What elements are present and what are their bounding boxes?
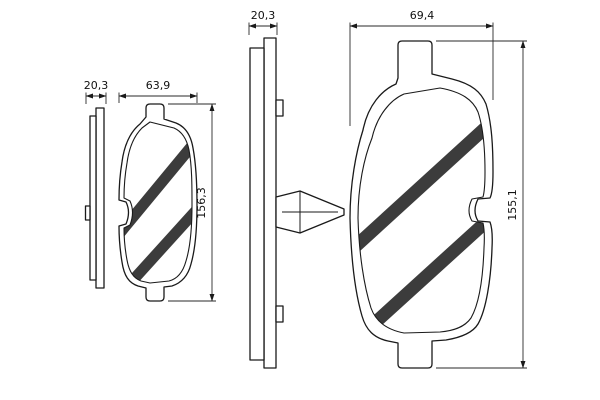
dimension-height-small-front: 156,3 — [168, 103, 216, 302]
dimension-height-large-front: 155,1 — [436, 40, 527, 369]
dimension-label: 155,1 — [506, 189, 519, 221]
friction-material-edge — [249, 47, 265, 361]
view-small-pad-side: 20,3 — [84, 79, 109, 289]
friction-material-outline — [357, 87, 486, 334]
mounting-tab — [275, 99, 284, 117]
view-large-pad-front: 69,4 155,1 — [349, 9, 527, 369]
dimension-label: 69,4 — [410, 9, 435, 22]
shading-stripe — [358, 105, 485, 270]
view-small-pad-front: 63,9 156,3 — [118, 79, 216, 302]
friction-material-outline — [123, 121, 193, 284]
friction-material-edge — [89, 115, 97, 281]
backing-plate-edge — [95, 107, 105, 289]
backing-plate-edge — [263, 37, 277, 369]
mounting-tab — [275, 305, 284, 323]
dimension-width-small-side: 20,3 — [84, 79, 109, 104]
pad-outline — [118, 103, 198, 302]
dimension-width-large-side: 20,3 — [248, 9, 278, 35]
dimension-label: 20,3 — [84, 79, 109, 92]
view-large-pad-side: 20,3 — [248, 9, 345, 369]
dimension-label: 156,3 — [195, 187, 208, 219]
dimension-label: 63,9 — [146, 79, 171, 92]
dimension-width-small-front: 63,9 — [118, 79, 198, 103]
dimension-label: 20,3 — [251, 9, 276, 22]
pad-outline — [349, 40, 494, 369]
shim-tab — [84, 205, 91, 221]
dimension-width-large-front: 69,4 — [349, 9, 494, 126]
